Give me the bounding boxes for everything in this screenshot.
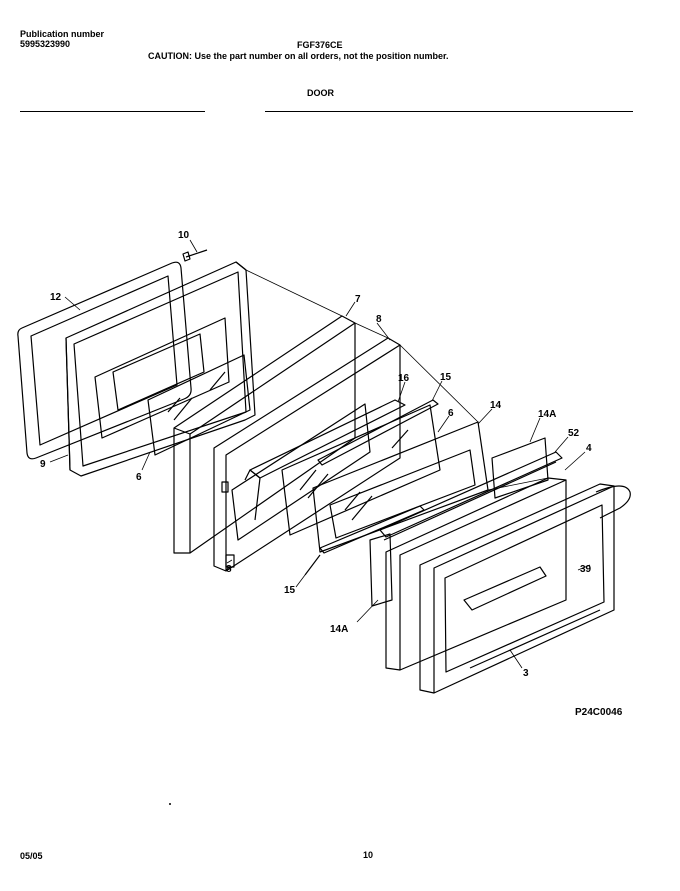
inner-panel-part — [213, 337, 401, 572]
gasket-part — [17, 261, 192, 460]
callout-12: 12 — [50, 292, 62, 303]
callout-39: 39 — [580, 564, 592, 575]
caution-note: CAUTION: Use the part number on all orde… — [148, 51, 449, 61]
header-rule-left — [20, 111, 205, 112]
callout-4: 4 — [586, 443, 592, 454]
section-title: DOOR — [307, 88, 334, 98]
callout-14a-bottom: 14A — [330, 624, 348, 635]
screw-part — [182, 249, 208, 262]
callout-3: 3 — [523, 668, 529, 679]
door-liner-part — [65, 261, 256, 477]
inner-glass-part — [147, 354, 251, 456]
callout-52: 52 — [568, 428, 580, 439]
page-number: 10 — [363, 850, 374, 860]
top-channel-part — [379, 451, 563, 541]
callout-9: 9 — [40, 459, 46, 470]
figure-code: P24C0046 — [575, 707, 623, 718]
callout-14a-top: 14A — [538, 409, 556, 420]
outer-frame-part — [385, 477, 567, 671]
callout-15-bottom: 15 — [284, 585, 296, 596]
callout-8-bottom: 8 — [226, 564, 232, 575]
stray-mark — [169, 803, 171, 805]
callout-10: 10 — [178, 230, 190, 241]
publication-label: Publication number — [20, 29, 105, 39]
glass-retainer-part — [244, 399, 406, 521]
middle-glass-part — [281, 404, 441, 536]
upper-trim-part — [491, 437, 549, 499]
footer-date: 05/05 — [20, 851, 43, 861]
lower-channel-part — [304, 505, 425, 576]
lower-trim-part — [369, 533, 393, 607]
callout-14: 14 — [490, 400, 502, 411]
callout-8-top: 8 — [376, 314, 382, 325]
callout-15-top: 15 — [440, 372, 452, 383]
header-rule-right — [265, 111, 633, 112]
callout-6-middle: 6 — [448, 408, 454, 419]
callout-6-left: 6 — [136, 472, 142, 483]
publication-number: 5995323990 — [20, 39, 71, 49]
outer-door-part — [419, 483, 631, 694]
callout-16: 16 — [398, 373, 410, 384]
leader-lines — [49, 239, 591, 669]
callout-7: 7 — [355, 294, 361, 305]
model-number: FGF376CE — [297, 40, 343, 50]
